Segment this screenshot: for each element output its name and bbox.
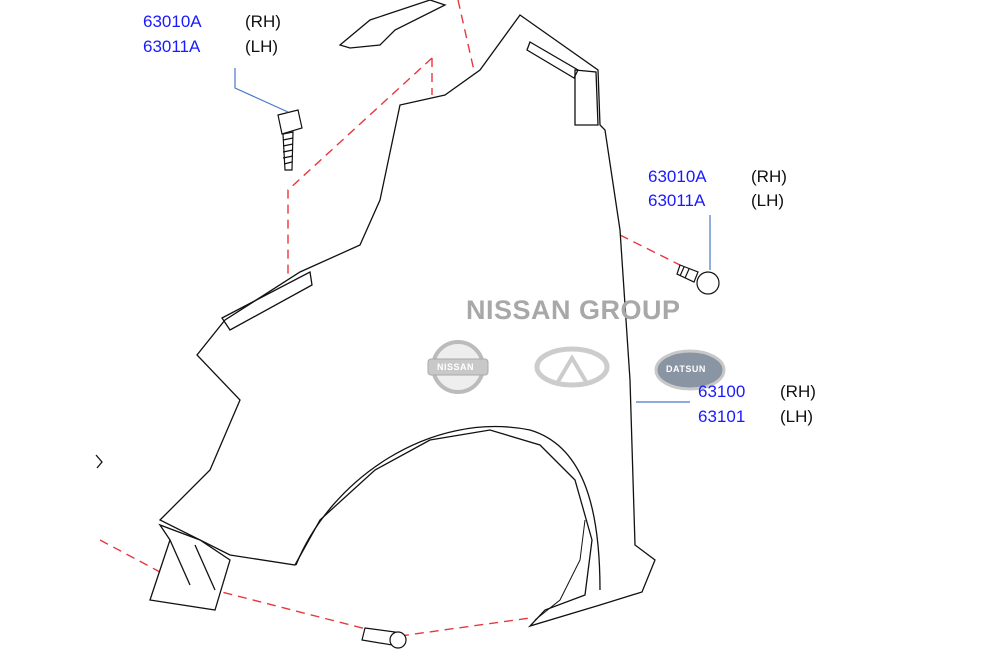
side-label: (LH) xyxy=(245,37,279,56)
watermark-title: NISSAN GROUP xyxy=(466,295,681,325)
side-label: (RH) xyxy=(751,167,787,186)
part-number[interactable]: 63101 xyxy=(698,407,746,426)
part-number[interactable]: 63011A xyxy=(648,191,706,210)
part-number[interactable]: 63010A xyxy=(143,12,202,31)
bolt-right xyxy=(676,264,720,295)
side-label: (LH) xyxy=(780,407,814,426)
leader-lines xyxy=(234,68,711,403)
infiniti-logo xyxy=(534,346,610,388)
datsun-logo-text: DATSUN xyxy=(666,364,706,374)
part-number[interactable]: 63010A xyxy=(648,167,707,186)
nissan-logo-text: NISSAN xyxy=(437,362,475,372)
datsun-logo xyxy=(654,349,726,391)
side-label: (RH) xyxy=(780,382,816,401)
bolt-bottom xyxy=(361,627,407,649)
nissan-logo xyxy=(427,340,489,394)
part-number[interactable]: 63100 xyxy=(698,382,746,401)
assembly-lines xyxy=(99,0,681,637)
side-label: (RH) xyxy=(245,12,281,31)
side-label: (LH) xyxy=(751,191,785,210)
part-number[interactable]: 63011A xyxy=(143,37,201,56)
bolts xyxy=(277,109,720,649)
front-fender xyxy=(95,0,656,628)
bolt-top xyxy=(277,109,303,171)
